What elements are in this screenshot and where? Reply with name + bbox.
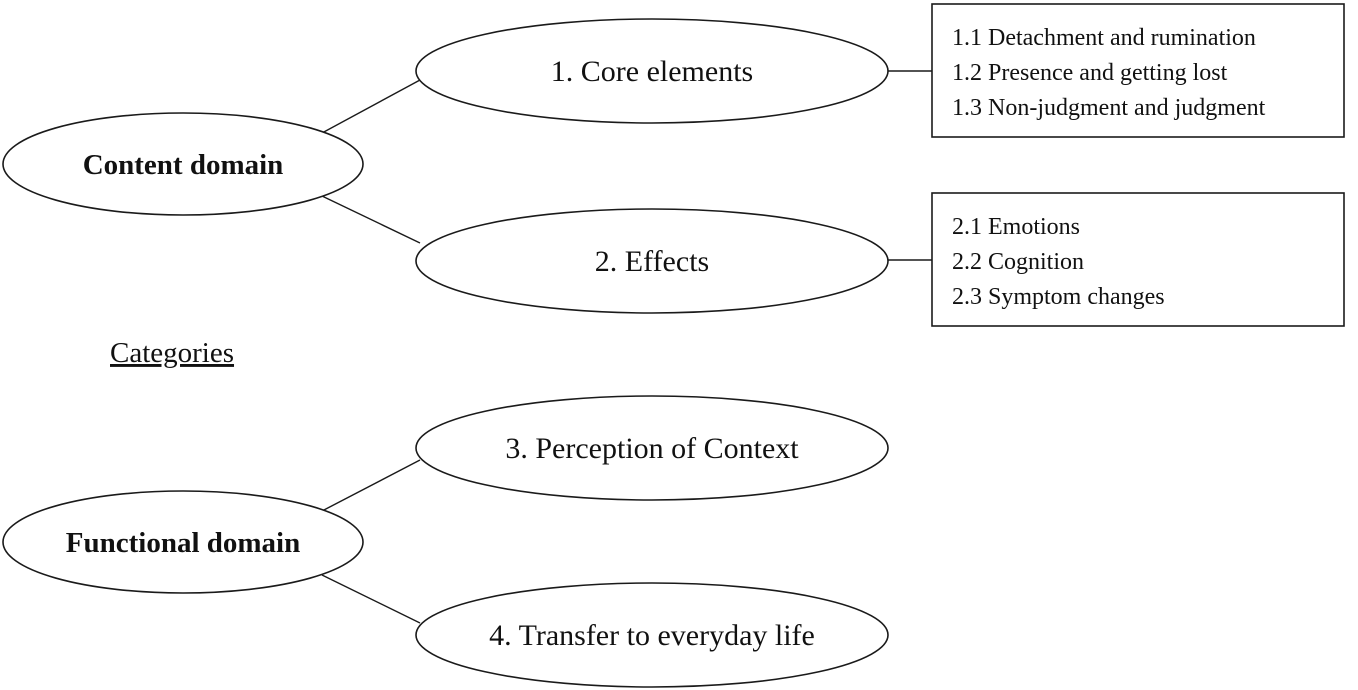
subcategory-item: 2.2 Cognition — [952, 249, 1084, 275]
functional-domain-node: Functional domain — [2, 490, 364, 594]
subcategory-box-effects-frame — [931, 192, 1345, 327]
subcategory-item: 2.1 Emotions — [952, 214, 1080, 240]
category-effects-node: 2. Effects — [415, 208, 889, 314]
category-perception-ellipse — [415, 395, 889, 501]
connector-content-effects — [321, 195, 421, 244]
category-perception-label: 3. Perception of Context — [505, 432, 799, 465]
content-domain-label: Content domain — [83, 149, 284, 181]
category-core-elements-node: 1. Core elements — [415, 18, 889, 124]
category-transfer-ellipse — [415, 582, 889, 688]
connector-functional-perception — [321, 459, 421, 512]
subcategory-item: 1.2 Presence and getting lost — [952, 60, 1228, 86]
subcategory-box-core-elements: 1.1 Detachment and rumination 1.2 Presen… — [931, 3, 1345, 138]
category-transfer-label: 4. Transfer to everyday life — [489, 619, 815, 652]
functional-domain-label: Functional domain — [66, 527, 300, 559]
functional-domain-ellipse — [2, 490, 364, 594]
content-domain-ellipse — [2, 112, 364, 216]
category-effects-label: 2. Effects — [595, 245, 709, 278]
subcategory-item: 2.3 Symptom changes — [952, 284, 1165, 310]
connector-content-core — [321, 79, 421, 134]
subcategory-item: 1.3 Non-judgment and judgment — [952, 95, 1266, 121]
subcategory-item: 1.1 Detachment and rumination — [952, 25, 1256, 51]
category-effects-ellipse — [415, 208, 889, 314]
category-core-elements-label: 1. Core elements — [551, 55, 753, 88]
categories-heading: Categories — [110, 337, 234, 369]
subcategory-box-core-elements-frame — [931, 3, 1345, 138]
category-core-elements-ellipse — [415, 18, 889, 124]
subcategory-box-effects: 2.1 Emotions 2.2 Cognition 2.3 Symptom c… — [931, 192, 1345, 327]
category-transfer-node: 4. Transfer to everyday life — [415, 582, 889, 688]
connector-functional-transfer — [321, 574, 421, 624]
content-domain-node: Content domain — [2, 112, 364, 216]
category-perception-node: 3. Perception of Context — [415, 395, 889, 501]
